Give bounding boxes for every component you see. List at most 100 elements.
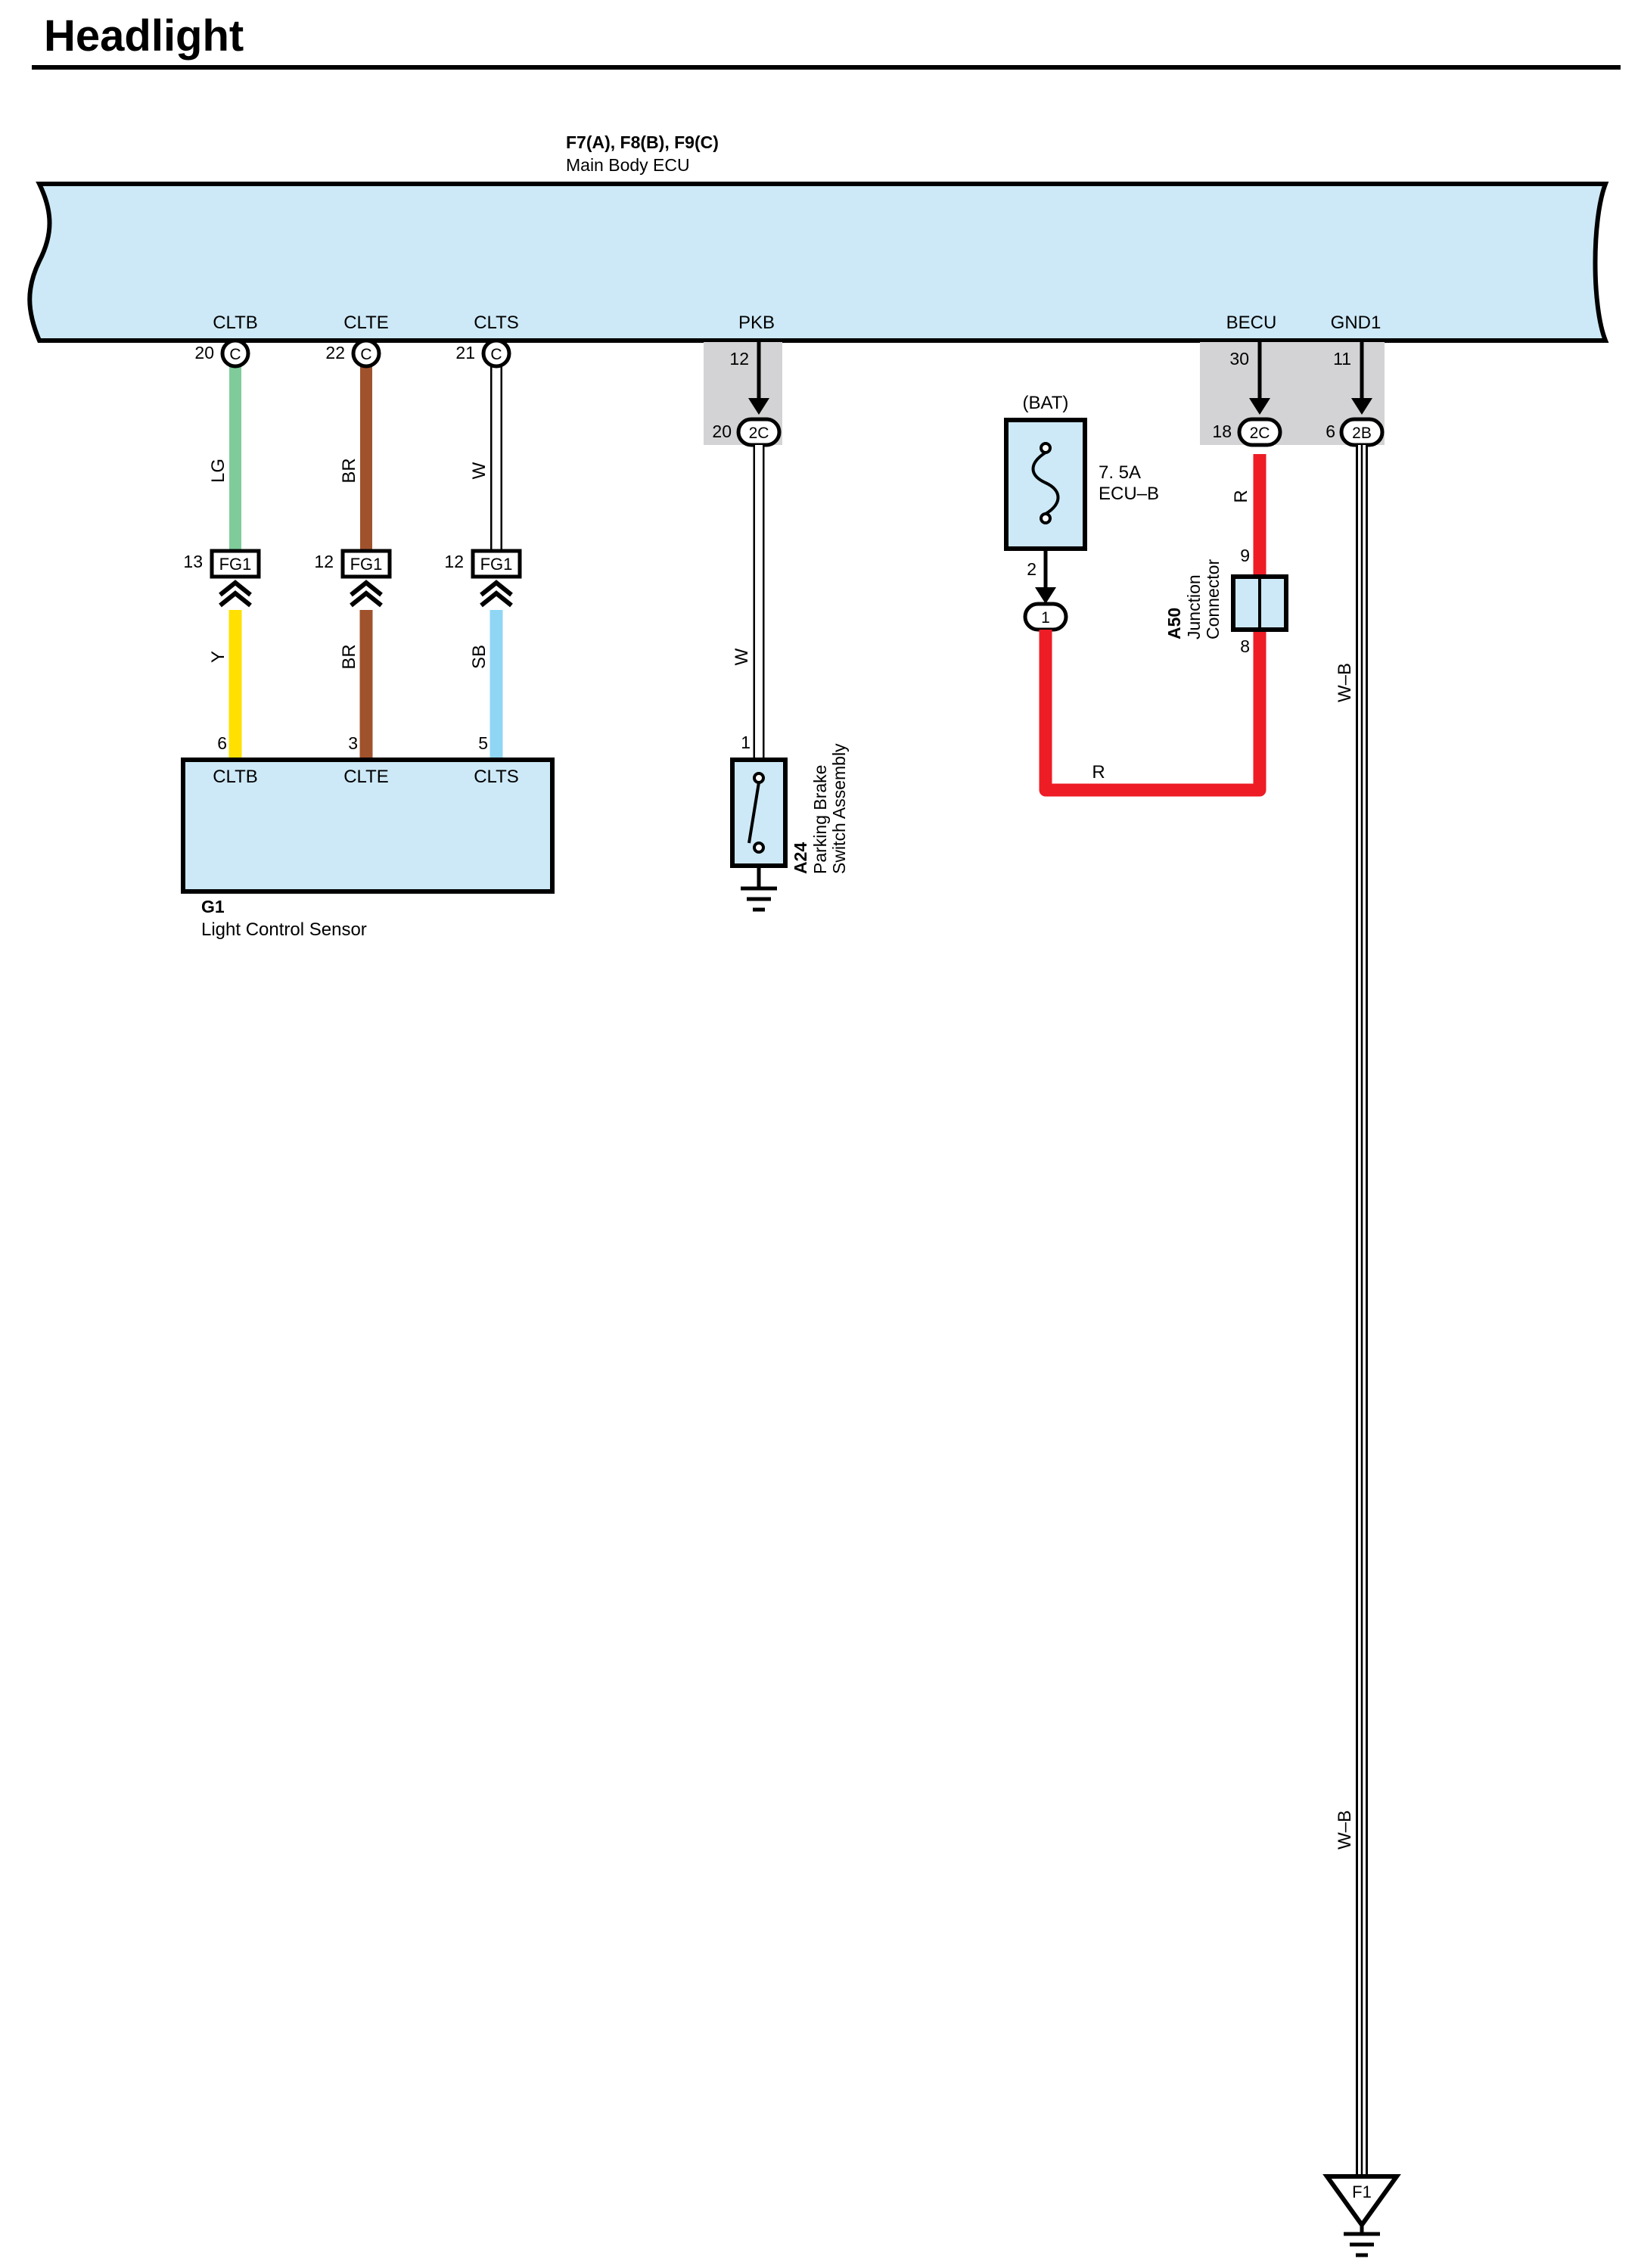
- gnd1-arrow: [1351, 398, 1372, 415]
- fuse-arrow: [1035, 587, 1056, 604]
- ecu-terminal-clte: CLTE: [343, 313, 389, 333]
- junction-code: A50: [1164, 608, 1184, 639]
- ecu-terminal-clts: CLTS: [474, 313, 519, 333]
- connector-c-clts-label: C: [490, 346, 502, 363]
- fuse-terminal-bottom: [1040, 512, 1052, 524]
- fuse-icon: [1031, 451, 1060, 515]
- sensor-terminal-clts: CLTS: [474, 767, 519, 787]
- fuse-source: (BAT): [1023, 393, 1069, 413]
- wire-label-r-loop: R: [1092, 762, 1105, 782]
- light-control-sensor: 6 3 5 CLTB CLTE CLTS G1 Light Control Se…: [181, 733, 555, 940]
- fg1-chevron-clts: [480, 580, 513, 608]
- junction-line1: Junction: [1184, 574, 1204, 639]
- becu-connector-label: 2C: [1250, 425, 1270, 442]
- ecu-codes: F7(A), F8(B), F9(C): [566, 132, 719, 152]
- ecu-body: [27, 182, 1609, 343]
- lower-wires: Y BR SB: [208, 610, 503, 760]
- upper-wires: LG BR W: [208, 363, 502, 551]
- ground-icon: [1344, 2232, 1380, 2257]
- fg1-chevron-clte: [350, 580, 383, 608]
- pkb-arrow: [748, 398, 769, 415]
- connector-c-cltb-label: C: [229, 346, 241, 363]
- sensor-pin-6: 6: [217, 733, 227, 753]
- wire-label-sb: SB: [469, 645, 490, 669]
- ground-point-f1: [1322, 2174, 1401, 2229]
- wire-label-w-upper: W: [469, 462, 490, 479]
- sensor-name: Light Control Sensor: [201, 919, 367, 940]
- pkb-switch-line2: Switch Assembly: [829, 743, 849, 874]
- fuse-terminal-top: [1040, 442, 1052, 454]
- fg1-label-clte: FG1: [350, 555, 383, 574]
- pkb-pin-20: 20: [712, 422, 732, 441]
- wire-label-y: Y: [208, 651, 228, 663]
- ecu-terminal-gnd1: GND1: [1331, 313, 1381, 333]
- gnd1-connector-label: 2B: [1352, 425, 1372, 442]
- junction-pin-9: 9: [1240, 546, 1250, 565]
- pkb-connector-label: 2C: [749, 425, 769, 442]
- fg1-label-cltb: FG1: [219, 555, 252, 574]
- fg1-label-clts: FG1: [480, 555, 513, 574]
- pkb-switch-pin: 1: [741, 733, 751, 752]
- pkb-pin-12: 12: [729, 349, 749, 369]
- junction-pin-8: 8: [1240, 636, 1250, 656]
- fuse-pin: 2: [1027, 559, 1037, 579]
- ecu-connectors-c: 20 C 22 C 21 C: [194, 338, 511, 369]
- ecu-name: Main Body ECU: [566, 155, 690, 175]
- junction-line2: Connector: [1203, 559, 1223, 639]
- fuse-connector-label: 1: [1041, 609, 1050, 627]
- fg1-box-clts: [471, 549, 522, 579]
- sensor-terminal-cltb: CLTB: [213, 767, 258, 787]
- title-bar: Headlight: [32, 6, 1621, 70]
- becu-circuit: R R 30 18 2C 9 8 A50 Junction Connector: [1039, 342, 1288, 797]
- connector-c-clte-label: C: [360, 346, 371, 363]
- wire-label-br-lower: BR: [339, 644, 359, 669]
- wire-label-br-upper: BR: [339, 458, 359, 483]
- ecu-terminal-cltb: CLTB: [213, 313, 258, 333]
- fuse-circuit: (BAT) 7. 5A ECU–B 2 1: [1004, 393, 1159, 632]
- wire-label-r-becu: R: [1231, 490, 1251, 502]
- pin-cltb: 20: [194, 343, 214, 362]
- fg1-chevron-cltb: [219, 580, 252, 608]
- fg1-pin-clts: 12: [444, 552, 464, 571]
- switch-contact-bottom: [753, 842, 765, 854]
- wire-label-gnd-lower: W–B: [1335, 1810, 1355, 1850]
- fuse-rating: 7. 5A: [1099, 462, 1141, 483]
- gnd1-pin-11: 11: [1333, 349, 1351, 369]
- connector-c-clte: [351, 338, 381, 369]
- fg1-box-clte: [340, 549, 392, 579]
- switch-blade: [747, 782, 760, 844]
- fg1-pin-clte: 12: [314, 552, 334, 571]
- title-underline: [32, 65, 1621, 70]
- sensor-code: G1: [201, 897, 225, 916]
- wire-label-gnd-upper: W–B: [1335, 663, 1355, 702]
- sensor-pin-3: 3: [348, 733, 358, 753]
- main-body-ecu: F7(A), F8(B), F9(C) Main Body ECU CLTB C…: [27, 132, 1609, 343]
- pkb-circuit: 12 20 2C W 1 A24 Parking Brake Switch As…: [712, 342, 849, 912]
- ecu-terminal-becu: BECU: [1226, 313, 1277, 333]
- gnd1-pin-6: 6: [1326, 422, 1335, 441]
- switch-contact-top: [753, 772, 765, 784]
- ecu-terminal-pkb: PKB: [738, 313, 775, 333]
- sensor-terminal-clte: CLTE: [343, 767, 389, 787]
- sensor-body: [181, 758, 555, 894]
- ground-label: F1: [1352, 2182, 1372, 2201]
- pkb-switch-code: A24: [791, 842, 810, 874]
- page-title: Headlight: [44, 11, 244, 61]
- gnd1-circuit: 11 6 2B W–B W–B F1: [1322, 342, 1401, 2257]
- becu-pin-18: 18: [1212, 422, 1232, 441]
- wire-label-pkb: W: [732, 648, 752, 665]
- connector-c-clts: [481, 338, 511, 369]
- pin-clts: 21: [455, 343, 475, 362]
- becu-pin-30: 30: [1229, 349, 1249, 369]
- sensor-pin-5: 5: [478, 733, 488, 753]
- fuse-name: ECU–B: [1099, 484, 1159, 504]
- pkb-switch-line1: Parking Brake: [810, 765, 830, 874]
- pin-clte: 22: [325, 343, 345, 362]
- fg1-box-cltb: [210, 549, 261, 579]
- wire-label-lg: LG: [208, 459, 228, 483]
- fg1-connectors: 13 FG1 12 FG1 12 FG1: [183, 549, 522, 608]
- becu-arrow: [1249, 398, 1270, 415]
- connector-c-cltb: [220, 338, 250, 369]
- switch-ground-icon: [741, 886, 777, 912]
